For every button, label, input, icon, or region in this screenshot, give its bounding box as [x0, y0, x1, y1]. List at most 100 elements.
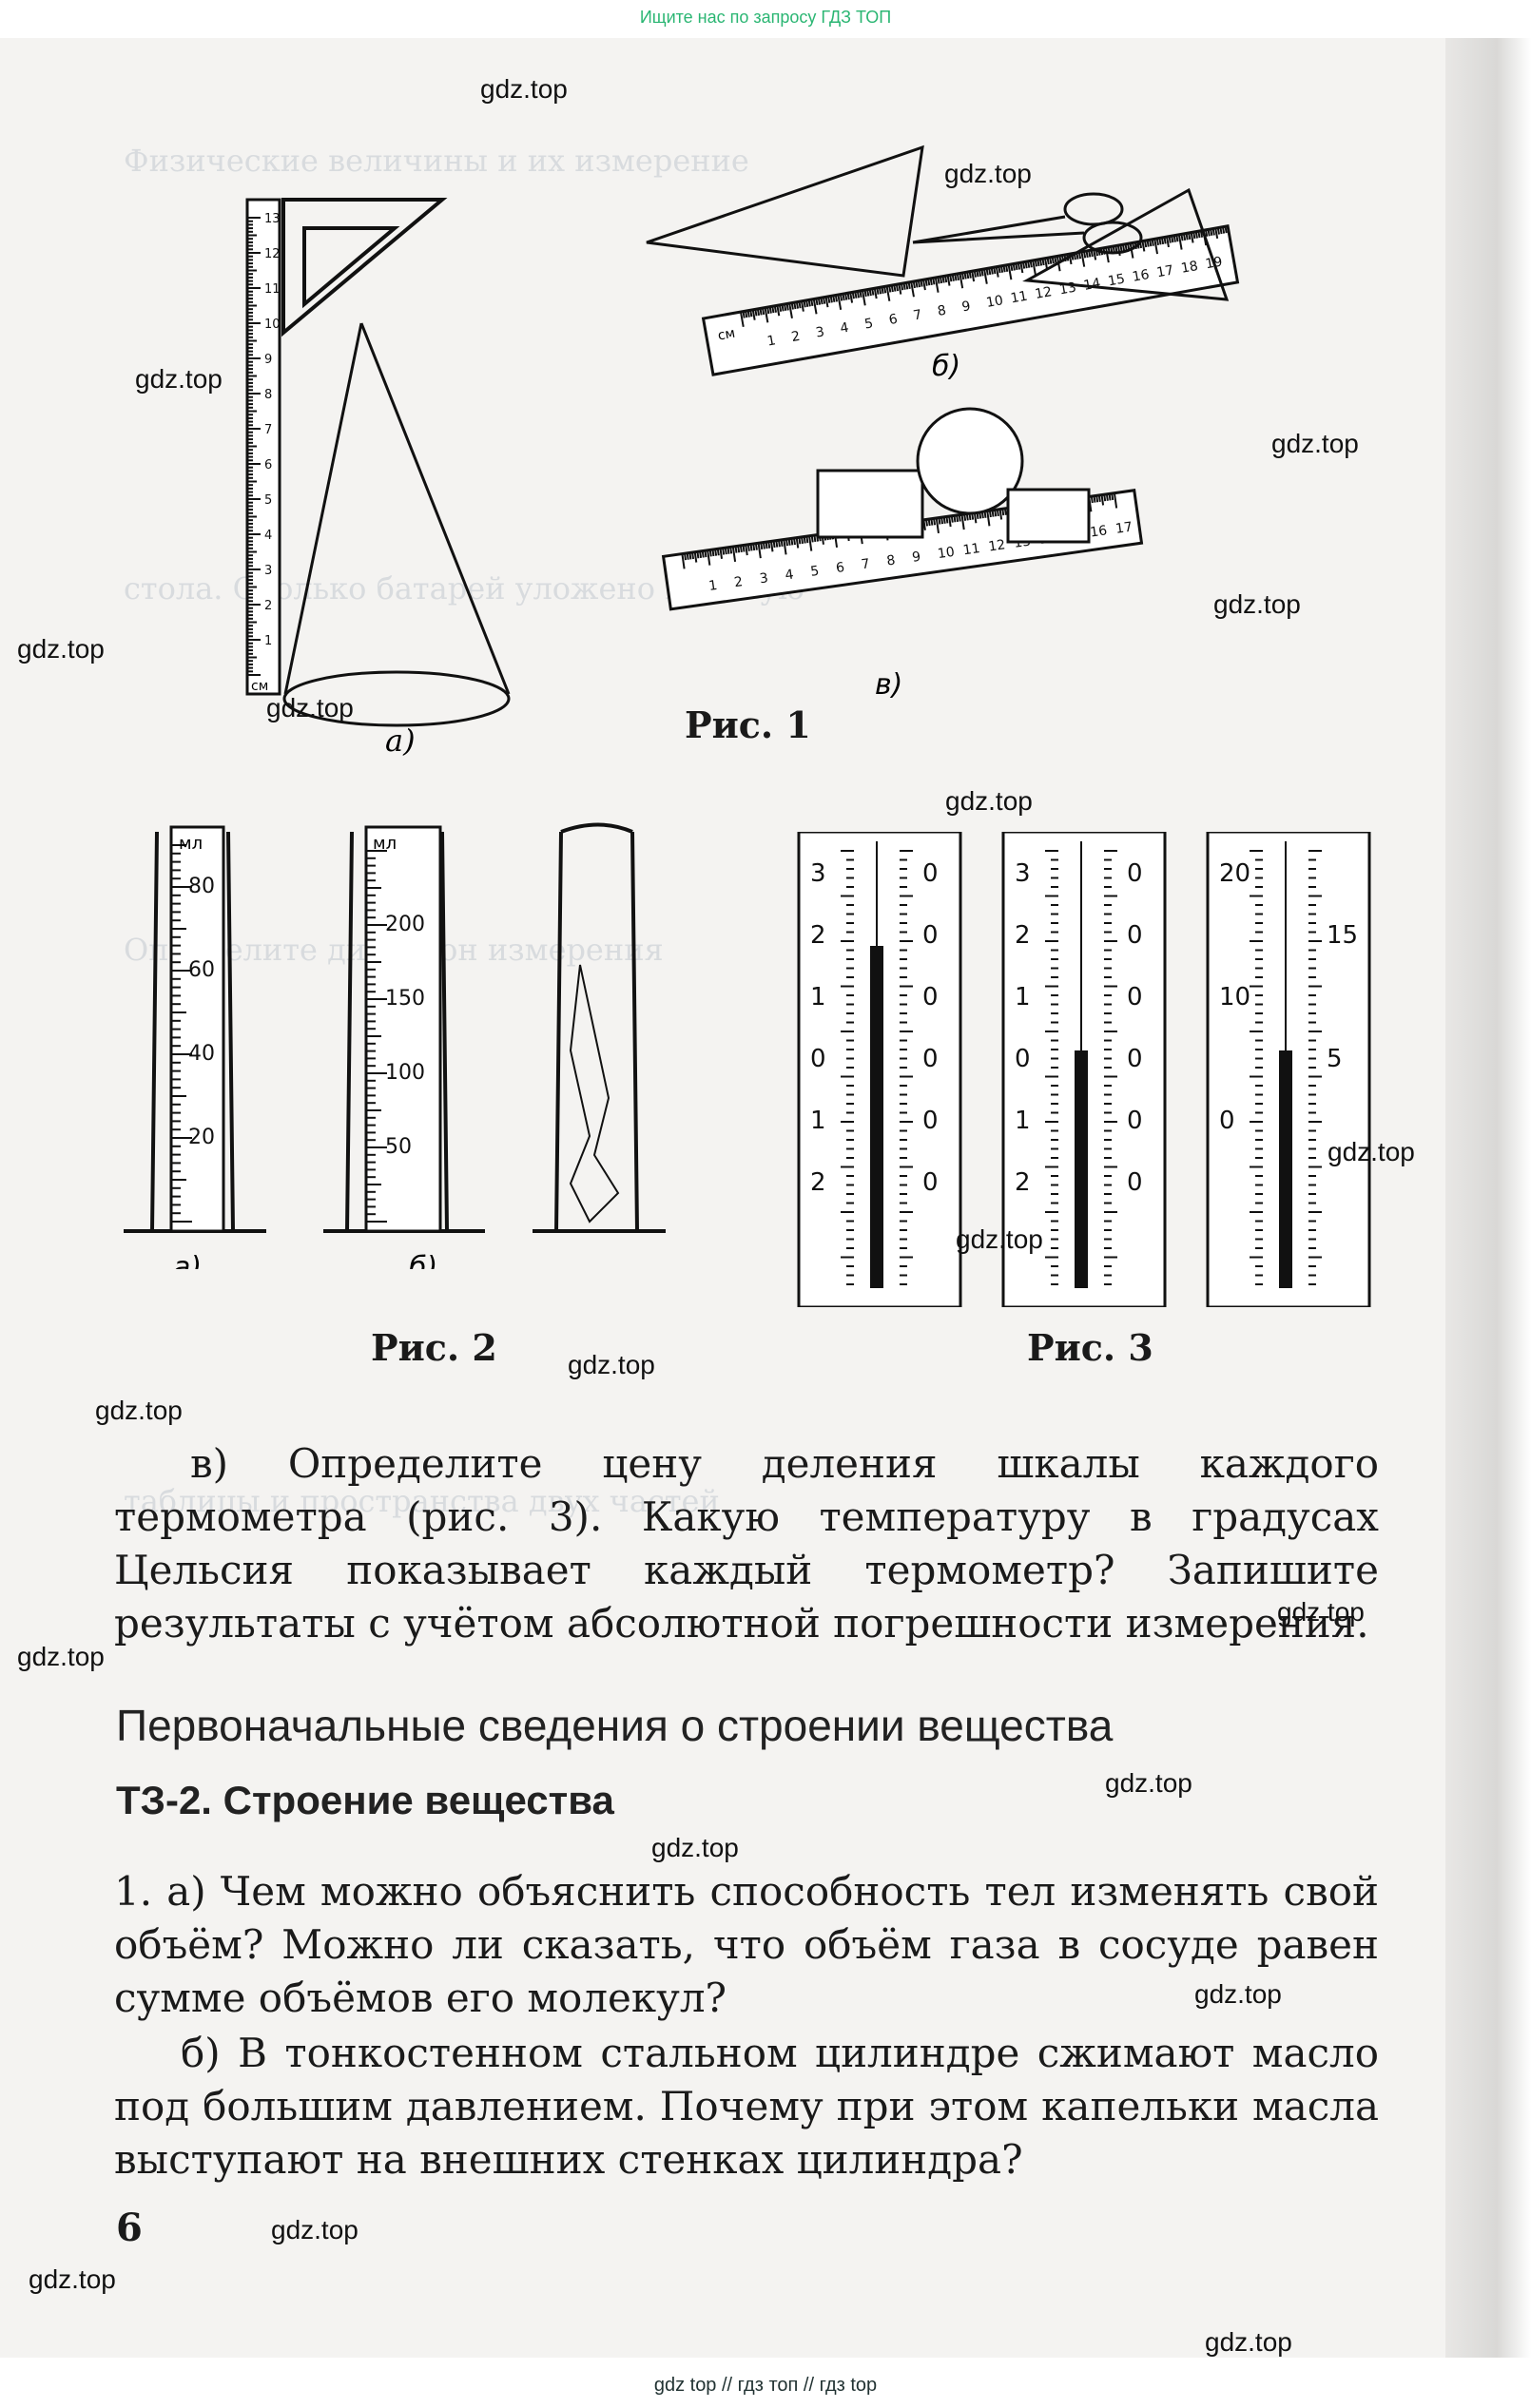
svg-text:3: 3 — [810, 859, 826, 888]
fig2-caption: Рис. 2 — [371, 1326, 497, 1369]
cone — [282, 322, 511, 727]
watermark: gdz.top — [651, 1833, 739, 1862]
svg-text:11: 11 — [962, 541, 981, 558]
svg-text:4: 4 — [264, 529, 272, 543]
svg-text:8: 8 — [885, 553, 896, 569]
svg-text:5: 5 — [1327, 1045, 1343, 1073]
section-title: Первоначальные сведения о строении вещес… — [116, 1701, 1114, 1750]
fig3-caption: Рис. 3 — [1027, 1326, 1153, 1369]
svg-text:0: 0 — [1127, 1168, 1143, 1197]
top-banner: Ищите нас по запросу ГДЗ ТОП — [639, 8, 892, 27]
svg-text:0: 0 — [922, 983, 939, 1011]
svg-text:3: 3 — [264, 564, 272, 578]
svg-text:7: 7 — [912, 307, 923, 323]
svg-text:7: 7 — [861, 556, 871, 572]
watermark: gdz.top — [568, 1350, 655, 1379]
label-a: а) — [385, 722, 416, 759]
svg-text:0: 0 — [922, 1168, 939, 1197]
svg-text:12: 12 — [264, 247, 281, 261]
svg-text:17: 17 — [1155, 263, 1174, 281]
svg-text:0: 0 — [922, 921, 939, 950]
watermark: gdz.top — [29, 2264, 116, 2294]
svg-text:2: 2 — [790, 329, 802, 345]
bleed-through-text: таблицы и пространства двух частей — [124, 1483, 720, 1519]
svg-text:8: 8 — [937, 303, 948, 319]
svg-text:60: 60 — [188, 958, 215, 982]
watermark: gdz.top — [1277, 1597, 1365, 1627]
fig1-caption: Рис. 1 — [685, 703, 811, 746]
scissors-icon — [912, 192, 1143, 255]
svg-text:9: 9 — [960, 299, 972, 315]
book-spine-shadow — [1445, 38, 1531, 2358]
watermark: gdz.top — [266, 693, 354, 722]
watermark: gdz.top — [1105, 1768, 1192, 1798]
watermark: gdz.top — [1194, 1979, 1282, 2009]
svg-text:10: 10 — [985, 293, 1004, 311]
svg-text:40: 40 — [188, 1042, 215, 1066]
svg-text:13: 13 — [264, 212, 281, 226]
svg-text:2: 2 — [810, 921, 826, 950]
watermark: gdz.top — [135, 364, 223, 394]
svg-text:3: 3 — [815, 324, 826, 340]
watermark: gdz.top — [95, 1396, 183, 1425]
svg-text:1: 1 — [766, 333, 777, 349]
watermark: gdz.top — [480, 74, 568, 104]
svg-text:16: 16 — [1132, 267, 1151, 285]
watermark: gdz.top — [1328, 1137, 1415, 1166]
blocks-and-sphere — [816, 407, 1091, 544]
question-1a: 1. а) Чем можно объяснить способность те… — [114, 1868, 1379, 2021]
svg-text:1: 1 — [810, 1107, 826, 1135]
svg-text:11: 11 — [264, 282, 281, 297]
triangle-set — [281, 198, 448, 337]
svg-text:0: 0 — [1127, 1107, 1143, 1135]
svg-text:0: 0 — [922, 859, 939, 888]
svg-text:3: 3 — [1015, 859, 1031, 888]
svg-text:4: 4 — [839, 320, 850, 337]
svg-text:9: 9 — [264, 353, 272, 367]
svg-text:0: 0 — [922, 1107, 939, 1135]
watermark: gdz.top — [1205, 2327, 1292, 2357]
svg-text:12: 12 — [1034, 284, 1053, 302]
svg-text:см: см — [717, 326, 737, 344]
svg-text:1: 1 — [1015, 1107, 1031, 1135]
svg-text:100: 100 — [385, 1061, 425, 1085]
label-b: б) — [932, 350, 960, 383]
svg-text:20: 20 — [1219, 859, 1250, 888]
svg-text:10: 10 — [937, 545, 956, 562]
bottom-banner: gdz top // гдз топ // гдз top — [653, 2375, 878, 2396]
svg-text:10: 10 — [1219, 983, 1250, 1011]
svg-text:14: 14 — [1082, 276, 1101, 294]
square-b — [646, 144, 1230, 301]
svg-text:5: 5 — [264, 493, 272, 508]
label-b: б) — [409, 1251, 437, 1269]
svg-text:9: 9 — [911, 549, 921, 566]
watermark: gdz.top — [17, 634, 105, 664]
svg-text:80: 80 — [188, 875, 215, 898]
unit-label: см — [251, 679, 268, 694]
svg-text:150: 150 — [385, 987, 425, 1011]
task-v-text: в) Определите цену деления шкалы каждого… — [114, 1440, 1379, 1647]
svg-text:0: 0 — [1127, 859, 1143, 888]
svg-text:11: 11 — [1010, 289, 1029, 307]
svg-text:3: 3 — [759, 570, 769, 587]
watermark: gdz.top — [945, 786, 1033, 816]
bleed-through-text: Физические величины и их измерение — [124, 143, 749, 179]
svg-text:1: 1 — [1015, 983, 1031, 1011]
svg-text:50: 50 — [385, 1135, 412, 1159]
topic-title: ТЗ-2. Строение вещества — [116, 1778, 614, 1822]
svg-text:0: 0 — [1015, 1045, 1031, 1073]
svg-text:0: 0 — [810, 1045, 826, 1073]
svg-text:4: 4 — [785, 568, 795, 584]
svg-text:0: 0 — [922, 1045, 939, 1073]
svg-text:10: 10 — [264, 318, 281, 332]
watermark: gdz.top — [271, 2215, 359, 2244]
svg-text:2: 2 — [733, 574, 744, 590]
watermark: gdz.top — [1213, 589, 1301, 619]
watermark: gdz.top — [1271, 429, 1359, 458]
svg-text:0: 0 — [1127, 1045, 1143, 1073]
